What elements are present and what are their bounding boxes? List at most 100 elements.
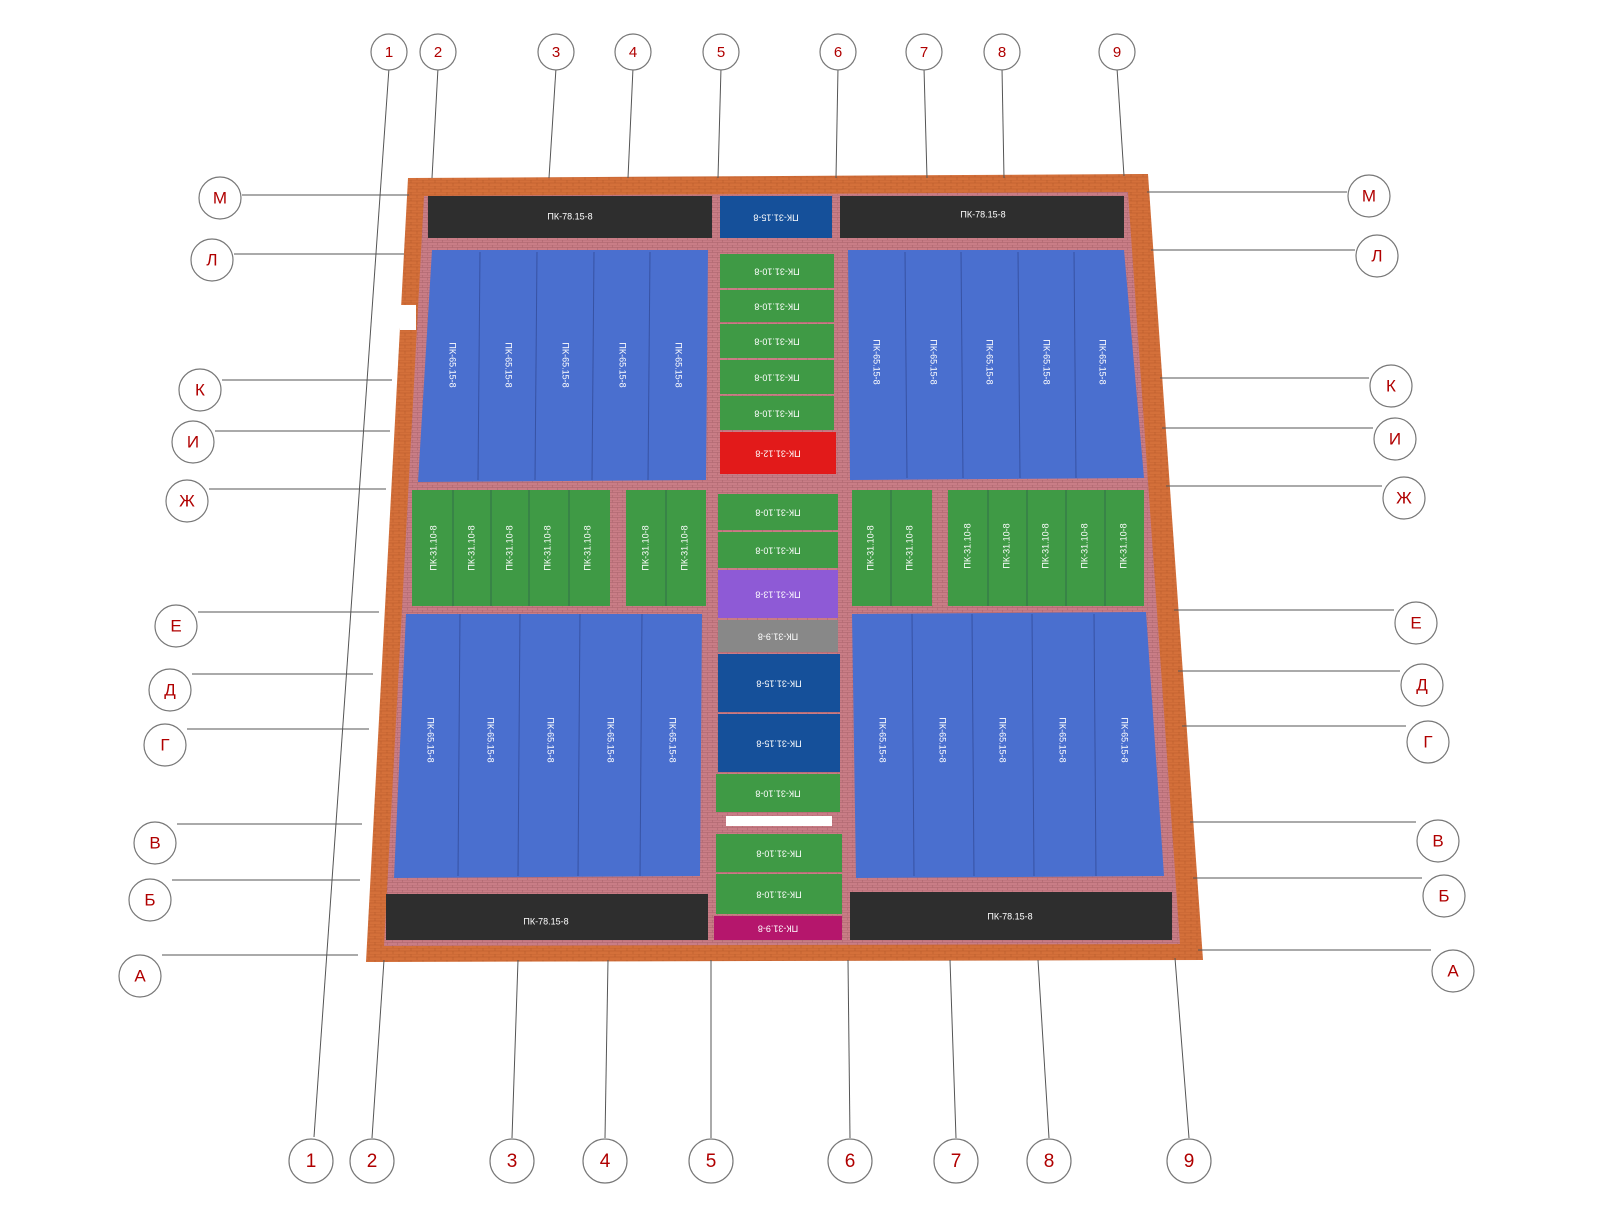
axis-line xyxy=(1037,959,1050,1139)
slab-pk31-10 xyxy=(718,532,838,568)
slab-pk31-10 xyxy=(716,874,842,914)
axis-label: К xyxy=(195,380,205,399)
axis-marker: 7 xyxy=(933,1138,979,1184)
axis-circle xyxy=(614,33,652,71)
axis-circle xyxy=(288,1138,334,1184)
slab-label: ПК-65.15-8 xyxy=(929,339,939,384)
axis-marker: Ж xyxy=(1382,476,1426,520)
gap-opening xyxy=(726,816,832,826)
slab-joint xyxy=(971,613,975,877)
slab-joint xyxy=(639,613,643,877)
slab-pk31-10 xyxy=(720,254,834,288)
axis-circle xyxy=(1098,33,1136,71)
slab-pk31-10 xyxy=(716,834,842,872)
slab-label: ПК-31.10-8 xyxy=(582,525,592,570)
slab-label: ПК-31.10-8 xyxy=(679,525,689,570)
slab-pk31-10 xyxy=(718,494,838,530)
axis-label: И xyxy=(1389,429,1401,448)
axis-label: 8 xyxy=(998,44,1006,61)
axis-circle xyxy=(154,604,198,648)
slab-label: ПК-31.10-8 xyxy=(754,337,799,347)
axis-marker: Б xyxy=(1422,874,1466,918)
axis-circle xyxy=(370,33,408,71)
slab-joint xyxy=(517,613,521,877)
slab-pk31-15 xyxy=(718,714,840,772)
slab-label: ПК-65.15-8 xyxy=(606,717,616,762)
axis-circle xyxy=(118,954,162,998)
axis-circle xyxy=(582,1138,628,1184)
slab-label: ПК-31.10-8 xyxy=(962,523,972,568)
axis-marker: И xyxy=(1373,417,1417,461)
axis-circle xyxy=(688,1138,734,1184)
slab-label: ПК-65.15-8 xyxy=(878,717,888,762)
axis-label: 3 xyxy=(552,44,560,61)
axis-marker: В xyxy=(1416,819,1460,863)
axis-label: 9 xyxy=(1113,44,1121,61)
slab-label: ПК-65.15-8 xyxy=(561,342,571,387)
slab-row-right-a xyxy=(852,490,932,606)
slab-label: ПК-31.10-8 xyxy=(1040,523,1050,568)
slab-label: ПК-31.9-8 xyxy=(758,924,798,934)
slab-label: ПК-31.10-8 xyxy=(466,525,476,570)
axis-marker: Ж xyxy=(165,479,209,523)
axis-marker: 8 xyxy=(983,33,1021,71)
axis-circle xyxy=(1026,1138,1072,1184)
axis-label: 7 xyxy=(920,44,928,61)
slab-label: ПК-31.10-8 xyxy=(1001,523,1011,568)
axis-circle xyxy=(1382,476,1426,520)
slab-label: ПК-65.15-8 xyxy=(872,339,882,384)
axis-circle xyxy=(1431,949,1475,993)
slab-label: ПК-65.15-8 xyxy=(1042,339,1052,384)
axis-circle xyxy=(1394,601,1438,645)
axis-marker: Л xyxy=(1355,234,1399,278)
axis-marker: 1 xyxy=(370,33,408,71)
slab-label: ПК-31.10-8 xyxy=(1118,523,1128,568)
axis-label: 4 xyxy=(600,1151,611,1172)
slab-joint xyxy=(1073,251,1077,479)
slab-pk31-10 xyxy=(720,360,834,394)
slab-field-lower-right xyxy=(852,612,1164,878)
slab-pk31-10 xyxy=(716,774,840,812)
axis-marker: В xyxy=(133,821,177,865)
axis-label: Ж xyxy=(1396,488,1412,507)
axis-line xyxy=(847,959,851,1139)
slab-field-lower-left xyxy=(394,614,702,878)
slab-field-upper-left xyxy=(418,250,708,482)
slab-label: ПК-31.10-8 xyxy=(754,373,799,383)
slab-label: ПК-78.15-8 xyxy=(523,916,568,926)
axis-marker: К xyxy=(178,368,222,412)
wall-notch xyxy=(400,305,416,330)
slab-joint xyxy=(1093,613,1097,877)
axis-circle xyxy=(1373,417,1417,461)
slab-label: ПК-65.15-8 xyxy=(504,342,514,387)
axis-label: Л xyxy=(206,250,217,269)
slab-label: ПК-31.10-8 xyxy=(504,525,514,570)
slab-pk31-13 xyxy=(718,570,838,618)
axis-marker: 7 xyxy=(905,33,943,71)
slab-row-left-b xyxy=(626,490,706,606)
axis-label: В xyxy=(1432,831,1443,850)
slab-field-upper-right xyxy=(848,250,1144,480)
axis-label: Г xyxy=(1423,732,1432,751)
slab-label: ПК-65.15-8 xyxy=(486,717,496,762)
axis-circle xyxy=(1416,819,1460,863)
slab-label: ПК-31.10-8 xyxy=(754,409,799,419)
slab-label: ПК-31.10-8 xyxy=(756,849,801,859)
slab-label: ПК-31.10-8 xyxy=(755,789,800,799)
slab-pk78-top-left xyxy=(428,196,712,238)
slab-label: ПК-31.10-8 xyxy=(640,525,650,570)
axis-line xyxy=(548,67,557,179)
slab-joint xyxy=(960,251,964,479)
axis-label: А xyxy=(134,966,146,985)
axis-marker: 9 xyxy=(1166,1138,1212,1184)
axis-circle xyxy=(1406,720,1450,764)
slab-label: ПК-78.15-8 xyxy=(547,211,592,221)
axis-line xyxy=(835,67,839,179)
slab-label: ПК-65.15-8 xyxy=(448,342,458,387)
slab-row-right-b xyxy=(948,490,1144,606)
slab-joint xyxy=(647,251,651,481)
axis-line xyxy=(627,67,634,179)
axis-label: 8 xyxy=(1044,1151,1055,1172)
axis-marker: 1 xyxy=(288,1138,334,1184)
